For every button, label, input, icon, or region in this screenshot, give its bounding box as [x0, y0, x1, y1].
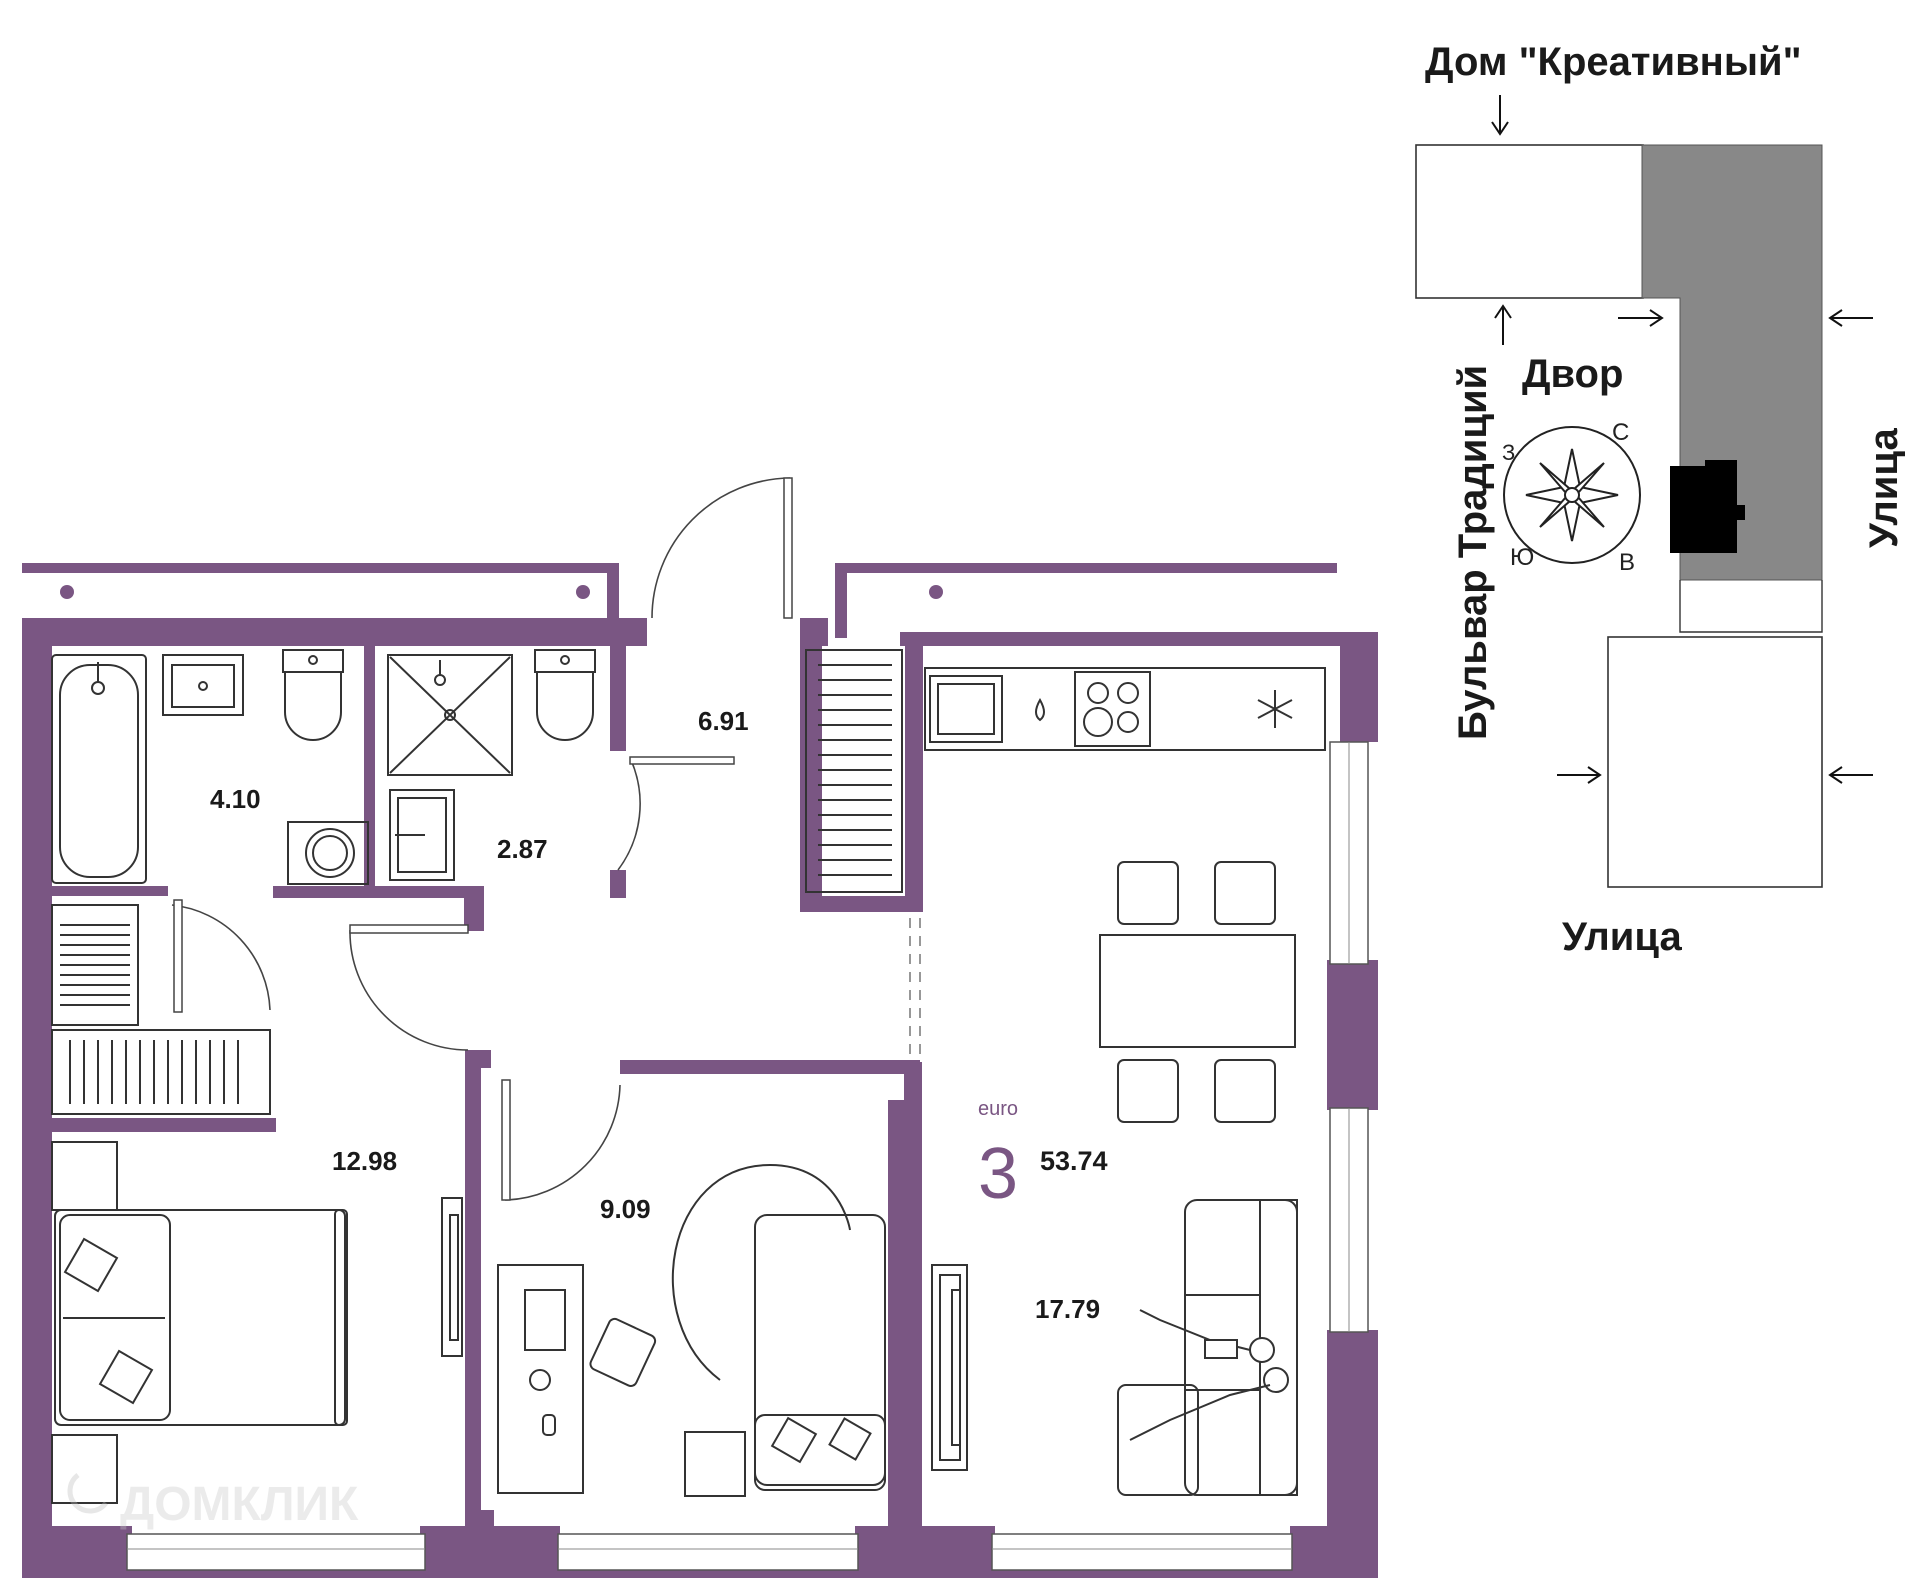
- watermark-text: ДОМКЛИК: [120, 1478, 359, 1531]
- study-door-swing: [504, 1084, 621, 1201]
- compass-north: С: [1612, 419, 1629, 446]
- dining-table: [1099, 934, 1296, 1048]
- area-bathroom: 4.10: [210, 784, 261, 814]
- entrance-door-swing: [651, 477, 791, 619]
- wc-door: [629, 756, 735, 765]
- bath-door: [173, 899, 183, 1013]
- arrow-down-icon: [1491, 95, 1509, 136]
- snowflake-icon: [1257, 690, 1293, 728]
- watermark-logo: ДОМКЛИК: [67, 1473, 359, 1531]
- area-living: 17.79: [1035, 1294, 1100, 1324]
- toilet-icon: [282, 649, 344, 741]
- bedside-table-icon: [51, 1434, 118, 1504]
- dining-set: [1099, 861, 1296, 1123]
- wardrobe-radiator-icon: [805, 649, 903, 893]
- toilet-icon: [534, 649, 596, 741]
- compass-icon: С В Ю З: [1502, 419, 1641, 576]
- arrow-right-icon: [1618, 309, 1664, 327]
- neighbor-building-bottom: [1607, 636, 1823, 888]
- study-door: [501, 1079, 511, 1201]
- yard-label: Двор: [1522, 352, 1623, 396]
- window: [991, 1533, 1293, 1571]
- column-marker: [576, 585, 590, 599]
- sofa-icon: [754, 1414, 886, 1491]
- compass-west: З: [1502, 440, 1515, 465]
- neighbor-building-top: [1415, 144, 1644, 299]
- sink-icon: [389, 789, 455, 881]
- windows: [126, 741, 1369, 1571]
- desk-icon: [497, 1264, 584, 1494]
- sink-icon: [929, 675, 1003, 743]
- chair: [1214, 1059, 1276, 1123]
- armchair-icon: [671, 1163, 886, 1486]
- area-wc: 2.87: [497, 834, 548, 864]
- compass-south: Ю: [1510, 544, 1534, 571]
- radiator-icon: [51, 904, 139, 1026]
- column-marker: [60, 585, 74, 599]
- site-plan: Дом "Креативный" Двор Бульвар Традиций У…: [1415, 40, 1906, 959]
- doors: [171, 477, 921, 1201]
- arrow-left-icon: [1828, 309, 1873, 327]
- apartment-marker: [1670, 460, 1745, 553]
- walls: [22, 563, 1378, 1578]
- apartment-type-label: euro: [978, 1098, 1018, 1120]
- chair: [1214, 861, 1276, 925]
- bed-icon: [54, 1209, 348, 1426]
- people-icon: [1129, 1309, 1289, 1441]
- arrow-up-icon: [1494, 304, 1512, 345]
- column-marker: [929, 585, 943, 599]
- area-study: 9.09: [600, 1194, 651, 1224]
- bedroom-door: [349, 924, 469, 934]
- apartment-total-area: 53.74: [1040, 1146, 1108, 1176]
- pouf-icon: [684, 1431, 746, 1497]
- section-outline: [1679, 580, 1823, 633]
- window: [557, 1533, 859, 1571]
- bedside-table-icon: [51, 1141, 118, 1211]
- radiator-icon: [51, 1029, 271, 1115]
- water-drop-icon: [1035, 697, 1045, 722]
- shower-icon: [387, 654, 513, 776]
- bedroom-door-swing: [349, 929, 469, 1051]
- chair: [1117, 861, 1179, 925]
- floor-plan: 4.10 2.87 6.91 12.98 9.09 17.79 euro 3 5…: [22, 477, 1378, 1578]
- tv-unit-icon: [931, 1264, 968, 1471]
- wc-door-swing: [617, 759, 641, 871]
- area-hallway: 6.91: [698, 706, 749, 736]
- chair: [1117, 1059, 1179, 1123]
- kitchen-counter: [924, 667, 1326, 751]
- washing-machine-icon: [287, 821, 369, 885]
- bathtub-icon: [51, 654, 147, 884]
- street-left-label: Бульвар Традиций: [1451, 365, 1495, 740]
- apartment-rooms-count: 3: [978, 1134, 1018, 1214]
- entrance-door: [783, 477, 793, 619]
- compass-east: В: [1619, 549, 1635, 576]
- street-bottom-label: Улица: [1562, 915, 1682, 959]
- street-right-label: Улица: [1862, 428, 1906, 548]
- mirror-icon: [441, 1197, 463, 1357]
- stove-icon: [1074, 671, 1151, 747]
- arrow-right-icon: [1557, 766, 1602, 784]
- building-name-label: Дом "Креативный": [1425, 40, 1802, 84]
- area-bedroom: 12.98: [332, 1146, 397, 1176]
- sink-icon: [162, 654, 244, 716]
- bath-door-swing: [171, 904, 271, 1011]
- window: [126, 1533, 426, 1571]
- office-chair-icon: [589, 1317, 657, 1387]
- arrow-left-icon: [1828, 766, 1873, 784]
